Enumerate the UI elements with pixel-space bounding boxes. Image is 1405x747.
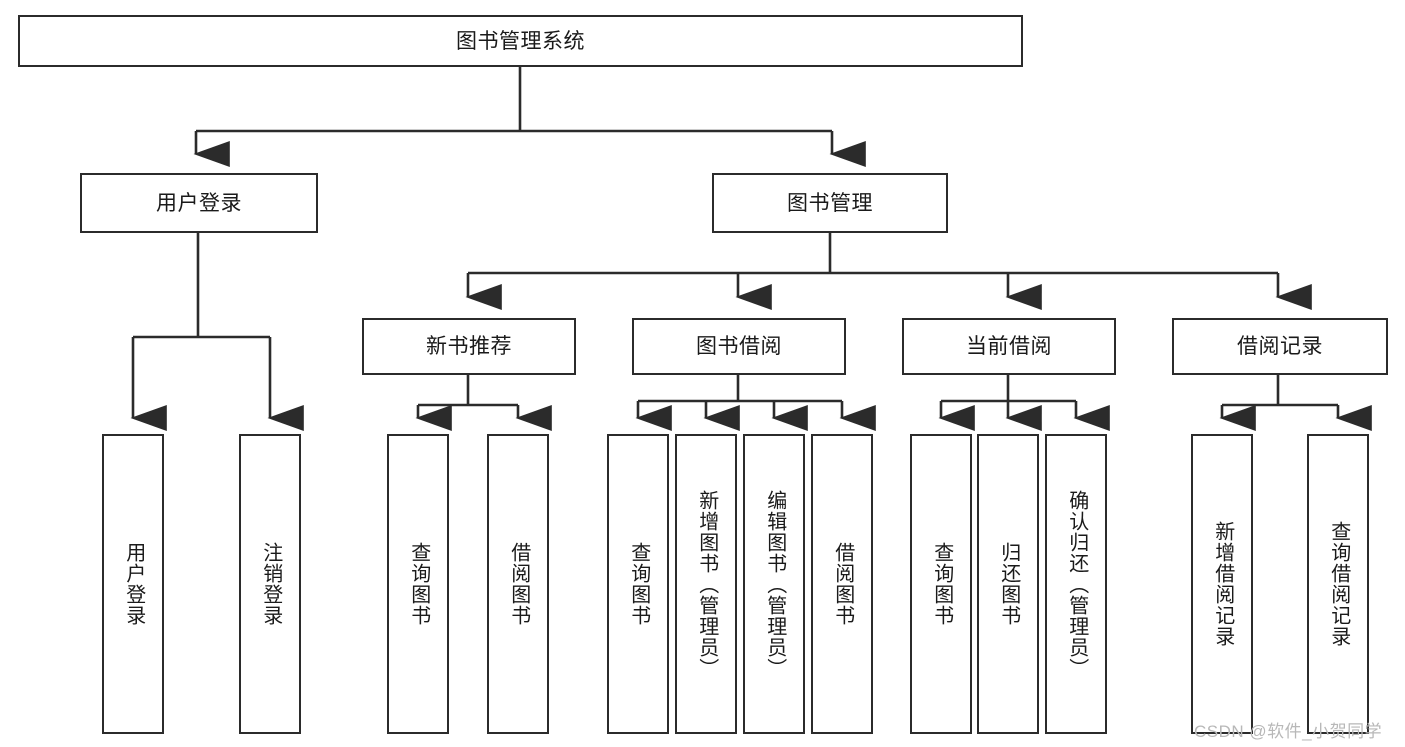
node-new-book-recommend-label: 新书推荐 [426, 335, 512, 358]
leaf-logout[interactable]: 注销登录 [239, 434, 301, 734]
node-current-borrow-label: 当前借阅 [966, 335, 1052, 358]
leaf-borrow-query-book-label: 查询图书 [627, 542, 650, 626]
leaf-record-add-label: 新增借阅记录 [1211, 521, 1234, 647]
leaf-borrow-lend-book[interactable]: 借阅图书 [811, 434, 873, 734]
node-book-management-label: 图书管理 [787, 191, 873, 215]
leaf-record-query-label: 查询借阅记录 [1327, 521, 1350, 647]
watermark: CSDN @软件_小贺同学 [1194, 722, 1383, 741]
node-book-borrow-label: 图书借阅 [696, 335, 782, 358]
node-new-book-recommend[interactable]: 新书推荐 [362, 318, 576, 375]
leaf-borrow-add-book[interactable]: 新增图书（管理员） [675, 434, 737, 734]
leaf-recommend-borrow-book[interactable]: 借阅图书 [487, 434, 549, 734]
leaf-borrow-query-book[interactable]: 查询图书 [607, 434, 669, 734]
leaf-current-return-book[interactable]: 归还图书 [977, 434, 1039, 734]
leaf-current-query-book-label: 查询图书 [930, 542, 953, 626]
node-root[interactable]: 图书管理系统 [18, 15, 1023, 67]
leaf-record-add[interactable]: 新增借阅记录 [1191, 434, 1253, 734]
leaf-current-query-book[interactable]: 查询图书 [910, 434, 972, 734]
leaf-user-login[interactable]: 用户登录 [102, 434, 164, 734]
node-current-borrow[interactable]: 当前借阅 [902, 318, 1116, 375]
node-borrow-record-label: 借阅记录 [1237, 335, 1323, 358]
leaf-current-return-book-label: 归还图书 [997, 542, 1020, 626]
node-borrow-record[interactable]: 借阅记录 [1172, 318, 1388, 375]
node-book-borrow[interactable]: 图书借阅 [632, 318, 846, 375]
leaf-recommend-query-book[interactable]: 查询图书 [387, 434, 449, 734]
leaf-borrow-edit-book[interactable]: 编辑图书（管理员） [743, 434, 805, 734]
leaf-logout-label: 注销登录 [259, 542, 282, 626]
leaf-record-query[interactable]: 查询借阅记录 [1307, 434, 1369, 734]
leaf-user-login-label: 用户登录 [122, 542, 145, 626]
leaf-borrow-lend-book-label: 借阅图书 [831, 542, 854, 626]
leaf-recommend-query-book-label: 查询图书 [407, 542, 430, 626]
leaf-current-confirm-return-label: 确认归还（管理员） [1065, 489, 1088, 679]
leaf-borrow-edit-book-label: 编辑图书（管理员） [763, 489, 786, 679]
node-user-login-label: 用户登录 [156, 191, 242, 215]
leaf-recommend-borrow-book-label: 借阅图书 [507, 542, 530, 626]
node-book-management[interactable]: 图书管理 [712, 173, 948, 233]
leaf-borrow-add-book-label: 新增图书（管理员） [695, 489, 718, 679]
node-user-login[interactable]: 用户登录 [80, 173, 318, 233]
leaf-current-confirm-return[interactable]: 确认归还（管理员） [1045, 434, 1107, 734]
node-root-label: 图书管理系统 [456, 29, 585, 53]
